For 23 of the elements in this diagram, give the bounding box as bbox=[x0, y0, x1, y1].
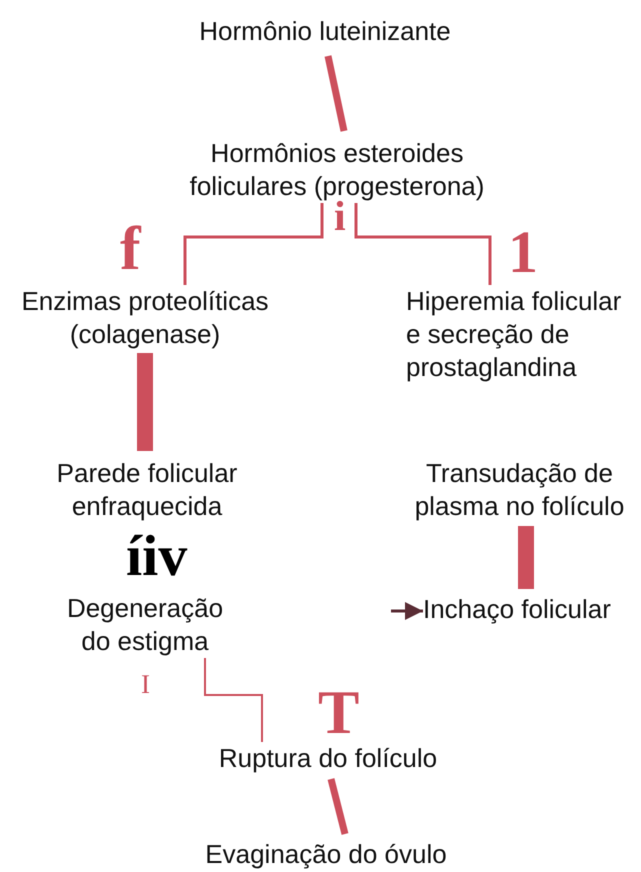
step-text: Hormônio luteinizante bbox=[175, 15, 475, 48]
step-text: Hiperemia folicular e secreção de prostaglandina bbox=[406, 285, 628, 384]
arrow bbox=[391, 602, 423, 620]
step-text: Degeneração do estigma bbox=[55, 592, 235, 658]
connector-line bbox=[204, 658, 263, 742]
step-text: Parede folicular enfraquecida bbox=[27, 457, 267, 523]
connector-line bbox=[324, 55, 348, 132]
step-text: Evaginação do óvulo bbox=[176, 838, 476, 871]
glyph-label: i bbox=[334, 196, 346, 238]
connector-line bbox=[354, 203, 492, 285]
connector-line bbox=[137, 353, 153, 451]
connector-line bbox=[184, 203, 324, 285]
connector-line bbox=[328, 778, 348, 835]
glyph-label: íiv bbox=[126, 527, 188, 585]
glyph-label: T bbox=[318, 682, 360, 744]
step-text: Ruptura do folículo bbox=[198, 742, 458, 775]
glyph-label: I bbox=[141, 671, 150, 698]
step-text: Enzimas proteolíticas (colagenase) bbox=[5, 285, 285, 351]
connector-line bbox=[518, 526, 534, 589]
step-text: Inchaço folicular bbox=[423, 593, 635, 626]
step-text: Transudação de plasma no folículo bbox=[398, 457, 641, 523]
glyph-label: f bbox=[120, 218, 141, 280]
glyph-label: 1 bbox=[508, 222, 538, 282]
